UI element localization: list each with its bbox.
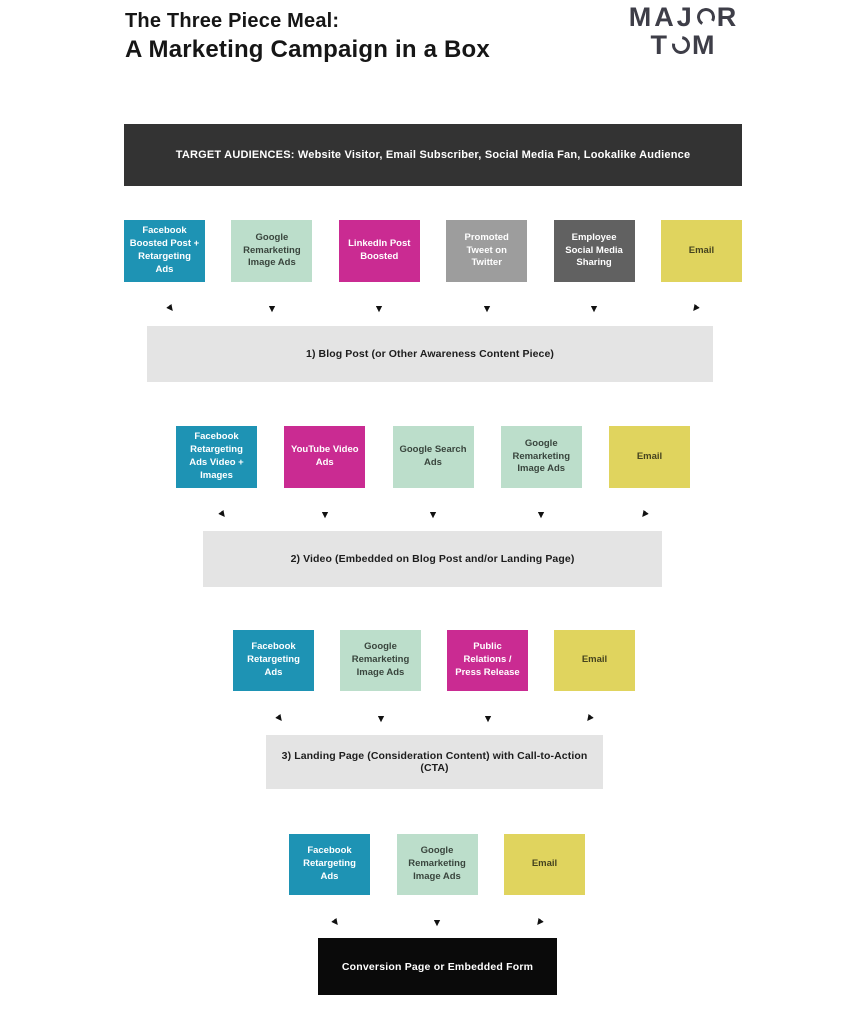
logo-word-major: MAJ R — [627, 4, 741, 31]
channel-box-email: Email — [554, 630, 635, 691]
channel-box-employee-social: Employee Social Media Sharing — [553, 220, 635, 282]
arrow-down-right-icon — [217, 509, 225, 518]
arrow-down-right-icon — [165, 303, 173, 312]
channel-box-google-search-ads: Google Search Ads — [392, 426, 474, 488]
channel-box-email: Email — [609, 426, 690, 488]
arrow-down-left-icon — [536, 917, 544, 926]
logo-o-arc-icon — [694, 5, 717, 29]
channel-box-facebook-retargeting-video: Facebook Retargeting Ads Video + Images — [176, 426, 257, 488]
title-line-1: The Three Piece Meal: — [125, 10, 340, 32]
channel-box-google-remarketing: Google Remarketing Image Ads — [231, 220, 313, 282]
arrow-row-3 — [233, 696, 635, 729]
arrow-down-icon — [538, 511, 545, 519]
conversion-bar: Conversion Page or Embedded Form — [318, 938, 557, 995]
channel-box-facebook-retargeting: Facebook Retargeting Ads — [233, 630, 314, 691]
channel-box-email: Email — [504, 834, 585, 895]
title-line-2: A Marketing Campaign in a Box — [125, 36, 490, 63]
stage-bar-landing-page: 3) Landing Page (Consideration Content) … — [266, 735, 603, 789]
arrow-down-icon — [483, 305, 490, 313]
arrow-down-icon — [321, 511, 328, 519]
stage-bar-video: 2) Video (Embedded on Blog Post and/or L… — [203, 531, 662, 587]
channel-box-google-remarketing: Google Remarketing Image Ads — [340, 630, 421, 691]
channel-row-3: Facebook Retargeting Ads Google Remarket… — [233, 630, 635, 691]
arrow-down-icon — [377, 715, 384, 723]
target-audiences-banner: TARGET AUDIENCES: Website Visitor, Email… — [124, 124, 742, 186]
channel-box-google-remarketing: Google Remarketing Image Ads — [500, 426, 582, 488]
channel-box-google-remarketing: Google Remarketing Image Ads — [396, 834, 478, 895]
channel-row-2: Facebook Retargeting Ads Video + Images … — [176, 426, 690, 488]
channel-box-facebook-retargeting: Facebook Retargeting Ads — [289, 834, 370, 895]
arrow-down-left-icon — [586, 713, 594, 722]
logo-text: M — [692, 30, 718, 60]
logo-o-arc-icon — [668, 32, 694, 58]
arrow-down-right-icon — [274, 713, 282, 722]
arrow-down-icon — [429, 511, 437, 519]
channel-row-4: Facebook Retargeting Ads Google Remarket… — [289, 834, 585, 895]
channel-box-facebook-boosted: Facebook Boosted Post + Retargeting Ads — [124, 220, 205, 282]
arrow-down-icon — [484, 715, 491, 723]
arrow-row-2 — [176, 492, 690, 525]
logo-text: MAJ — [628, 2, 695, 32]
arrow-down-icon — [376, 305, 383, 313]
arrow-row-4 — [289, 900, 585, 933]
arrow-down-icon — [590, 305, 598, 313]
channel-box-linkedin-post: LinkedIn Post Boosted — [338, 220, 420, 282]
channel-box-public-relations: Public Relations / Press Release — [447, 630, 528, 691]
arrow-row-1 — [124, 286, 742, 319]
arrow-down-icon — [268, 305, 276, 313]
channel-box-email: Email — [660, 220, 742, 282]
arrow-down-right-icon — [330, 917, 338, 926]
arrow-down-icon — [433, 919, 441, 927]
channel-box-youtube-video-ads: YouTube Video Ads — [284, 426, 366, 488]
stage-bar-blog-post: 1) Blog Post (or Other Awareness Content… — [147, 326, 713, 382]
arrow-down-left-icon — [693, 303, 701, 312]
logo-text: R — [716, 2, 740, 32]
arrow-down-left-icon — [641, 509, 649, 518]
logo-text: T — [650, 30, 670, 60]
channel-box-promoted-tweet: Promoted Tweet on Twitter — [446, 220, 528, 282]
page-title: The Three Piece Meal: A Marketing Campai… — [125, 8, 490, 65]
channel-row-1: Facebook Boosted Post + Retargeting Ads … — [124, 220, 742, 282]
